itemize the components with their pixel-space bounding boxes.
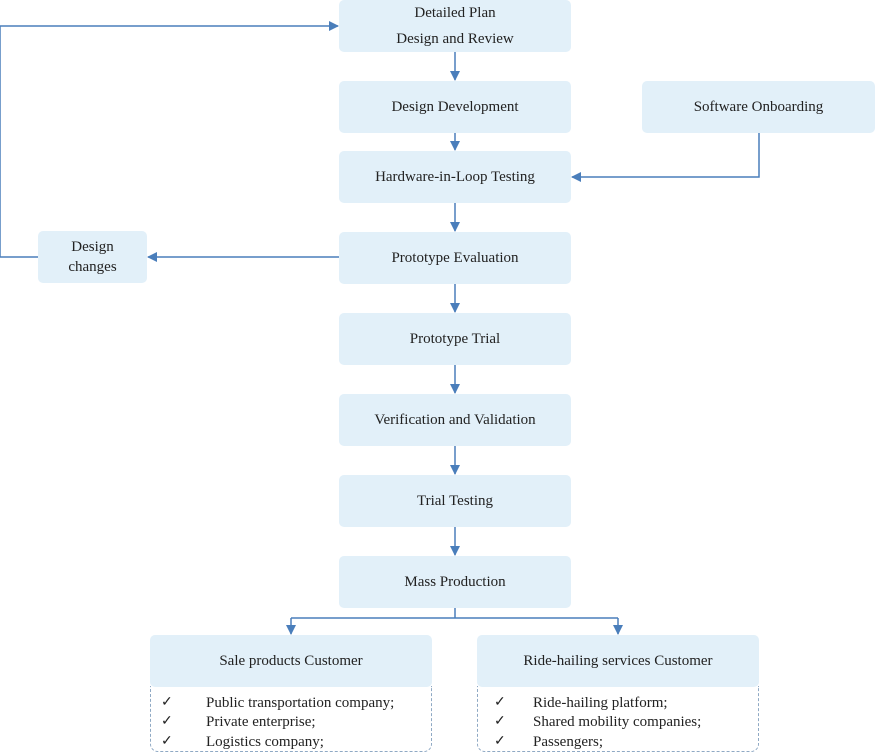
node-mass-production: Mass Production xyxy=(339,556,571,608)
edge-software-to-hil xyxy=(571,133,760,182)
node-prototype-trial-label: Prototype Trial xyxy=(409,331,501,347)
check-icon: ✓ xyxy=(161,734,173,749)
ride-customer-item: Shared mobility companies; xyxy=(533,714,702,730)
node-prototype-evaluation: Prototype Evaluation xyxy=(339,232,571,284)
check-icon: ✓ xyxy=(494,695,506,710)
node-detailed-plan-line2: Design and Review xyxy=(396,31,514,47)
node-design-changes-line1: Design xyxy=(71,239,114,255)
node-prototype-trial: Prototype Trial xyxy=(339,313,571,365)
sale-customer-item: Logistics company; xyxy=(206,734,324,750)
sale-customer-item: Private enterprise; xyxy=(206,714,316,730)
node-verification-validation: Verification and Validation xyxy=(339,394,571,446)
node-ride-customer-title: Ride-hailing services Customer xyxy=(523,653,713,669)
node-software-onboarding: Software Onboarding xyxy=(642,81,875,133)
node-ride-customer: Ride-hailing services Customer xyxy=(477,635,759,687)
node-trial-testing: Trial Testing xyxy=(339,475,571,527)
edge-design-changes-to-plan xyxy=(0,21,339,258)
check-icon: ✓ xyxy=(494,734,506,749)
sale-customer-item: Public transportation company; xyxy=(206,695,395,711)
node-design-development: Design Development xyxy=(339,81,571,133)
node-detailed-plan-line1: Detailed Plan xyxy=(414,5,496,21)
node-verification-validation-label: Verification and Validation xyxy=(374,412,536,428)
node-design-changes-line2: changes xyxy=(68,259,117,275)
node-detailed-plan: Detailed Plan Design and Review xyxy=(339,0,571,52)
node-mass-production-label: Mass Production xyxy=(404,574,506,590)
check-icon: ✓ xyxy=(161,695,173,710)
check-icon: ✓ xyxy=(161,714,173,729)
ride-customer-item: Ride-hailing platform; xyxy=(533,695,668,711)
node-trial-testing-label: Trial Testing xyxy=(416,493,494,509)
sale-customer-list-panel: ✓ Public transportation company; ✓ Priva… xyxy=(150,686,432,752)
node-prototype-evaluation-label: Prototype Evaluation xyxy=(391,250,519,266)
node-hil-testing-label: Hardware-in-Loop Testing xyxy=(375,169,535,185)
check-icon: ✓ xyxy=(494,714,506,729)
ride-customer-list-panel: ✓ Ride-hailing platform; ✓ Shared mobili… xyxy=(477,686,759,752)
node-software-onboarding-label: Software Onboarding xyxy=(693,99,824,115)
node-hil-testing: Hardware-in-Loop Testing xyxy=(339,151,571,203)
ride-customer-item: Passengers; xyxy=(533,734,603,750)
node-sale-customer: Sale products Customer xyxy=(150,635,432,687)
node-design-development-label: Design Development xyxy=(391,99,519,115)
node-sale-customer-title: Sale products Customer xyxy=(219,653,363,669)
node-design-changes: Design changes xyxy=(38,231,147,283)
